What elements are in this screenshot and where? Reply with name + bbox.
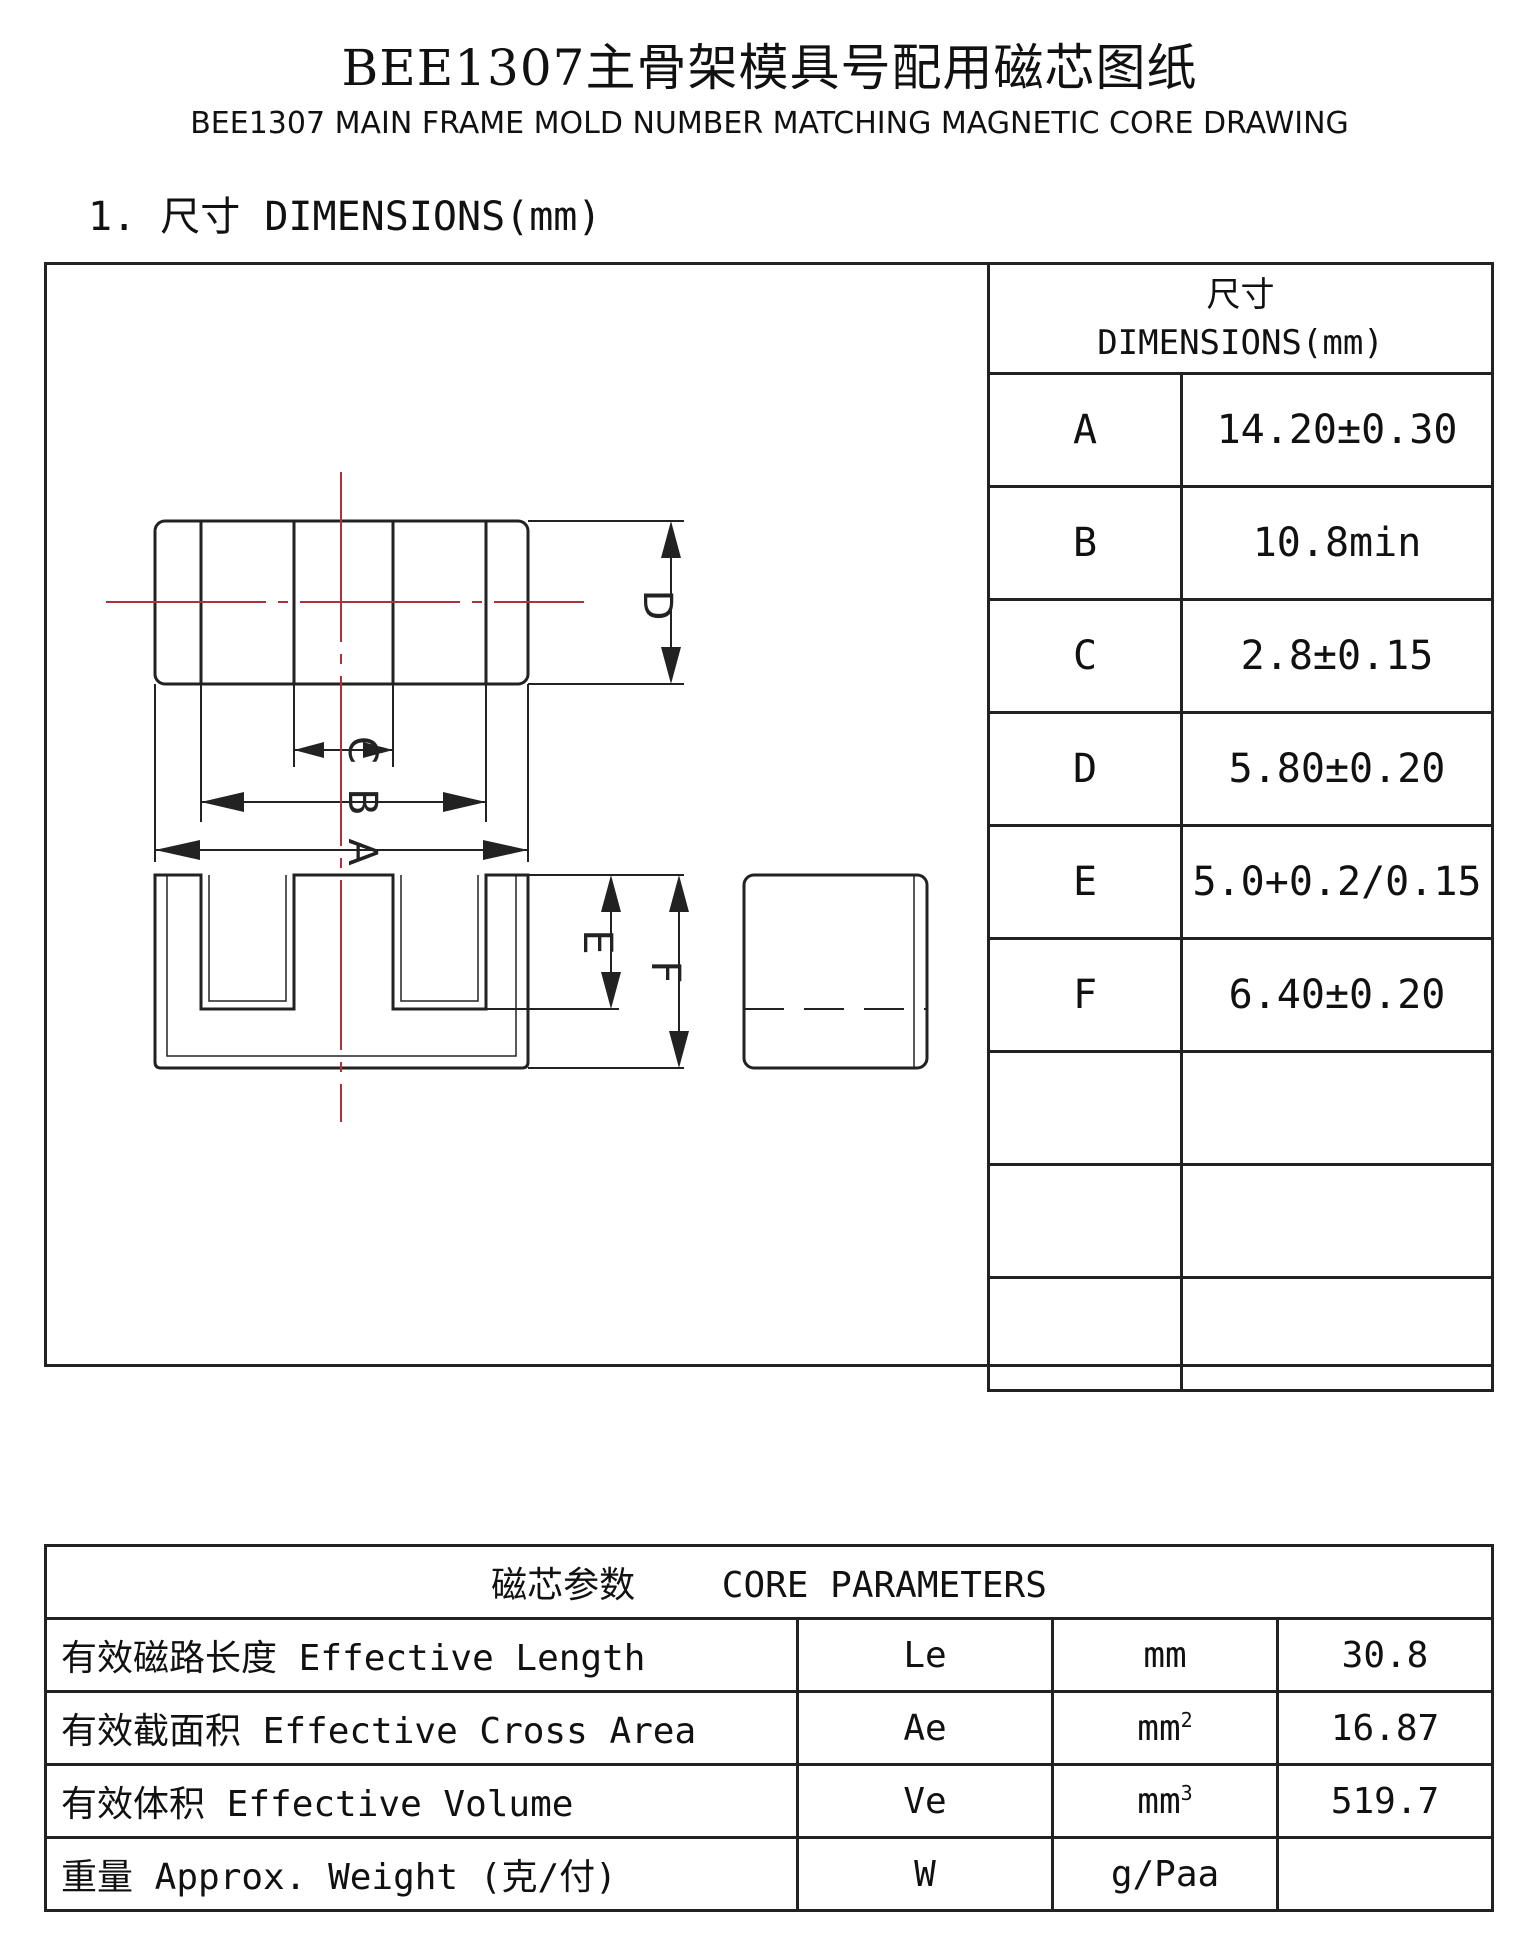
dimension-value: 5.0+0.2/0.15 [1180,824,1494,940]
unit-text: mm [1143,1634,1187,1676]
parameter-symbol: Ve [796,1763,1054,1839]
dimension-value: 10.8min [1180,485,1494,601]
parameter-unit: mm2 [1051,1690,1279,1766]
table-row-empty [987,1163,1494,1279]
parameter-unit: g/Paa [1051,1836,1279,1912]
table-row: 有效截面积 Effective Cross Area Ae mm2 16.87 [44,1690,1494,1766]
drawing-panel [44,262,1494,1367]
unit-exponent: 2 [1180,1707,1193,1732]
dimension-label [987,1163,1183,1279]
table-row: 有效磁路长度 Effective Length Le mm 30.8 [44,1617,1494,1693]
section-heading: 1. 尺寸 DIMENSIONS(mm) [88,194,602,240]
dimension-label: D [987,711,1183,827]
dimension-value [1180,1050,1494,1166]
dimension-label [987,1276,1183,1392]
parameter-value: 519.7 [1276,1763,1494,1839]
dim-label-a: A [339,838,385,866]
parameter-value: 30.8 [1276,1617,1494,1693]
table-row-empty [987,1050,1494,1166]
table-row-empty [987,1276,1494,1392]
dimension-value [1180,1276,1494,1392]
dimension-value: 2.8±0.15 [1180,598,1494,714]
centerlines [106,472,584,1122]
table-row: 重量 Approx. Weight (克/付) W g/Paa [44,1836,1494,1912]
table-row: A 14.20±0.30 [987,372,1494,488]
dimension-label: E [987,824,1183,940]
core-front-view-outline [153,873,530,1070]
table-row: 有效体积 Effective Volume Ve mm3 519.7 [44,1763,1494,1839]
page-title: BEE1307主骨架模具号配用磁芯图纸 [341,39,1198,97]
core-drawing: C B A D E F [106,472,929,1122]
table-row: D 5.80±0.20 [987,711,1494,827]
unit-exponent: 3 [1180,1780,1193,1805]
dimension-value: 6.40±0.20 [1180,937,1494,1053]
parameter-unit: mm3 [1051,1763,1279,1839]
core-side-view-outline [742,873,929,1070]
dimensions-header-en: DIMENSIONS(mm) [1097,322,1384,363]
dimensions-header-cn: 尺寸 [1206,274,1275,315]
parameter-name: 重量 Approx. Weight (克/付) [44,1836,799,1912]
parameter-name: 有效截面积 Effective Cross Area [44,1690,799,1766]
dimensions-table: 尺寸 DIMENSIONS(mm) A 14.20±0.30 B 10.8min… [987,262,1494,1392]
parameter-name: 有效体积 Effective Volume [44,1763,799,1839]
dim-label-c: C [339,736,385,764]
dim-label-b: B [339,788,385,815]
core-parameters-title: 磁芯参数 CORE PARAMETERS [44,1544,1494,1620]
parameter-symbol: W [796,1836,1054,1912]
unit-text: mm [1137,1707,1181,1749]
dimension-value: 14.20±0.30 [1180,372,1494,488]
table-row: C 2.8±0.15 [987,598,1494,714]
dim-label-d: D [634,590,680,621]
dimension-label [987,1050,1183,1166]
dimension-label: C [987,598,1183,714]
parameter-unit: mm [1051,1617,1279,1693]
table-row: B 10.8min [987,485,1494,601]
dimension-label: A [987,372,1183,488]
parameter-symbol: Ae [796,1690,1054,1766]
dim-label-f: F [642,960,688,983]
dimension-value [1180,1163,1494,1279]
page-subtitle: BEE1307 MAIN FRAME MOLD NUMBER MATCHING … [190,106,1349,141]
table-row: F 6.40±0.20 [987,937,1494,1053]
parameter-name: 有效磁路长度 Effective Length [44,1617,799,1693]
parameter-value [1276,1836,1494,1912]
dimensions-table-header: 尺寸 DIMENSIONS(mm) [987,262,1494,375]
unit-text: mm [1137,1780,1181,1822]
dimension-label: F [987,937,1183,1053]
core-parameters-table: 磁芯参数 CORE PARAMETERS 有效磁路长度 Effective Le… [44,1544,1494,1912]
parameter-value: 16.87 [1276,1690,1494,1766]
unit-text: g/Paa [1110,1853,1220,1895]
dimension-value: 5.80±0.20 [1180,711,1494,827]
parameter-symbol: Le [796,1617,1054,1693]
table-row: E 5.0+0.2/0.15 [987,824,1494,940]
dim-label-e: E [574,929,620,954]
dimension-label: B [987,485,1183,601]
